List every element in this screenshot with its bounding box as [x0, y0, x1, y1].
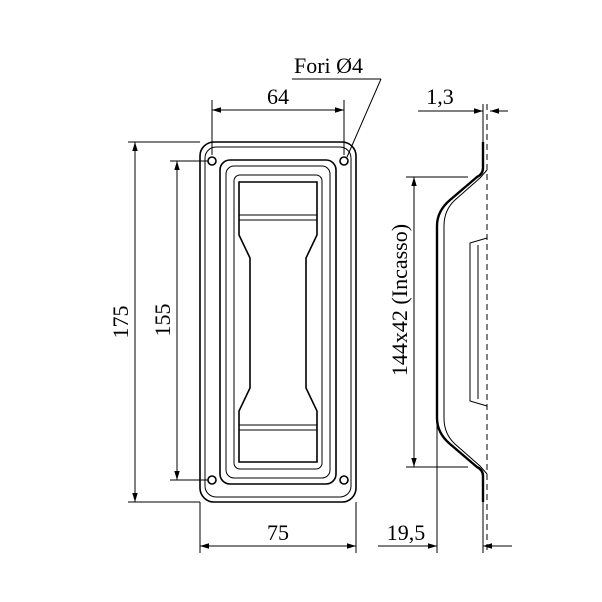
dim-cutout: 144x42 (Incasso) — [387, 224, 412, 376]
dim-width-top: 64 — [267, 84, 289, 109]
mounting-hole-top-right — [339, 156, 349, 166]
holes-callout: Fori Ø4 — [294, 53, 363, 78]
outer-plate-outline — [199, 141, 357, 503]
side-profile-outer — [435, 142, 485, 502]
dim-depth: 19,5 — [387, 520, 426, 545]
plate-inner-edge — [204, 146, 352, 498]
recess-outer-outline — [219, 159, 337, 485]
recess-inner-outline — [225, 165, 331, 479]
side-profile-inner — [443, 169, 488, 475]
holes-leader-line — [346, 78, 382, 158]
side-view — [435, 104, 488, 550]
dim-thickness: 1,3 — [426, 84, 454, 109]
side-handle-profile — [469, 237, 488, 407]
handle-bar — [238, 181, 318, 463]
mounting-hole-top-left — [207, 156, 217, 166]
recess-floor-outline — [233, 174, 323, 470]
front-view — [199, 141, 357, 503]
side-dimensions: 1,3 144x42 (Incasso) 19,5 — [378, 84, 512, 553]
dim-width-bottom: 75 — [267, 520, 289, 545]
front-dimensions: 64 Fori Ø4 175 155 75 — [108, 53, 382, 553]
mounting-hole-bottom-right — [339, 475, 349, 485]
mounting-hole-bottom-left — [207, 475, 217, 485]
dim-height-outer: 175 — [108, 306, 133, 339]
dim-height-inner: 155 — [150, 304, 175, 337]
